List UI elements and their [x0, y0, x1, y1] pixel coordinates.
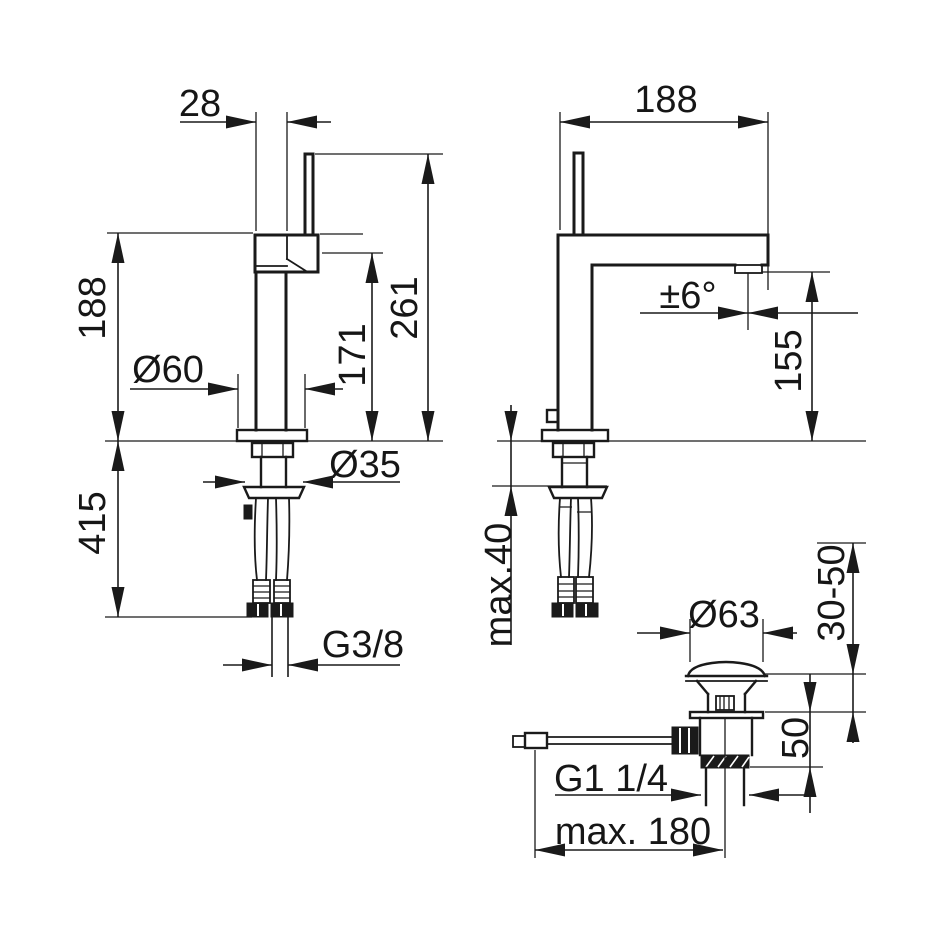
dim-label-handle-width: 28	[179, 83, 221, 125]
dim-label-adjust-range: 30-50	[811, 544, 853, 641]
dimensions-left-view: 28 188 415 261 171 Ø60 Ø35	[72, 83, 443, 672]
mounting-nut-front	[551, 441, 596, 459]
faucet-handle-front	[572, 151, 585, 237]
faucet-base-plate	[235, 428, 309, 443]
horseshoe-washer	[242, 485, 306, 500]
dim-label-clamp-height: 50	[775, 717, 817, 759]
dimensions-drain: Ø63 50 G1 1/4 max. 180	[534, 594, 866, 858]
dim-label-rod-reach: max. 180	[555, 811, 711, 853]
dim-label-plug-diameter: Ø63	[688, 594, 760, 636]
overflow-slot	[715, 695, 735, 711]
dim-label-shank-diameter: Ø35	[329, 444, 401, 486]
popup-pull-rod	[512, 731, 673, 750]
dimensions-right-view: 188 ±6° 155 max.40 30-50	[478, 79, 866, 743]
dim-label-deck-thickness: max.40	[478, 523, 520, 648]
dim-label-waste-thread: G1 1/4	[554, 758, 668, 800]
faucet-handle-side	[303, 152, 315, 237]
supply-hoses	[246, 497, 294, 677]
dim-label-supply-thread: G3/8	[322, 624, 404, 666]
dim-label-spout-reach: 188	[634, 79, 697, 121]
faucet-side-view	[105, 152, 443, 677]
mounting-nut	[250, 441, 295, 459]
dim-label-base-diameter: Ø60	[132, 349, 204, 391]
threaded-shank	[259, 455, 288, 489]
supply-pipe-ends	[271, 617, 289, 677]
drain-tailpipe	[704, 766, 746, 807]
faucet-base-plate-front	[540, 428, 610, 443]
drain-flange	[688, 710, 765, 720]
supply-hoses-front	[551, 497, 599, 618]
popup-plug-cap	[686, 660, 767, 678]
dim-label-outlet-height: 155	[768, 329, 810, 392]
rod-clip	[243, 504, 253, 520]
dim-label-install-depth: 415	[72, 491, 114, 554]
drain-assembly	[512, 660, 769, 858]
dim-label-swivel-angle: ±6°	[659, 275, 716, 317]
dim-label-body-height: 188	[72, 276, 114, 339]
popup-rod-connector	[545, 408, 560, 424]
horseshoe-washer-front	[547, 485, 609, 500]
dim-label-spout-height: 171	[332, 323, 374, 386]
faucet-front-view	[492, 151, 866, 618]
aerator-outlet	[734, 264, 763, 274]
faucet-spout	[556, 233, 770, 267]
rod-coupling-nut	[671, 726, 699, 755]
dim-label-total-height: 261	[384, 276, 426, 339]
